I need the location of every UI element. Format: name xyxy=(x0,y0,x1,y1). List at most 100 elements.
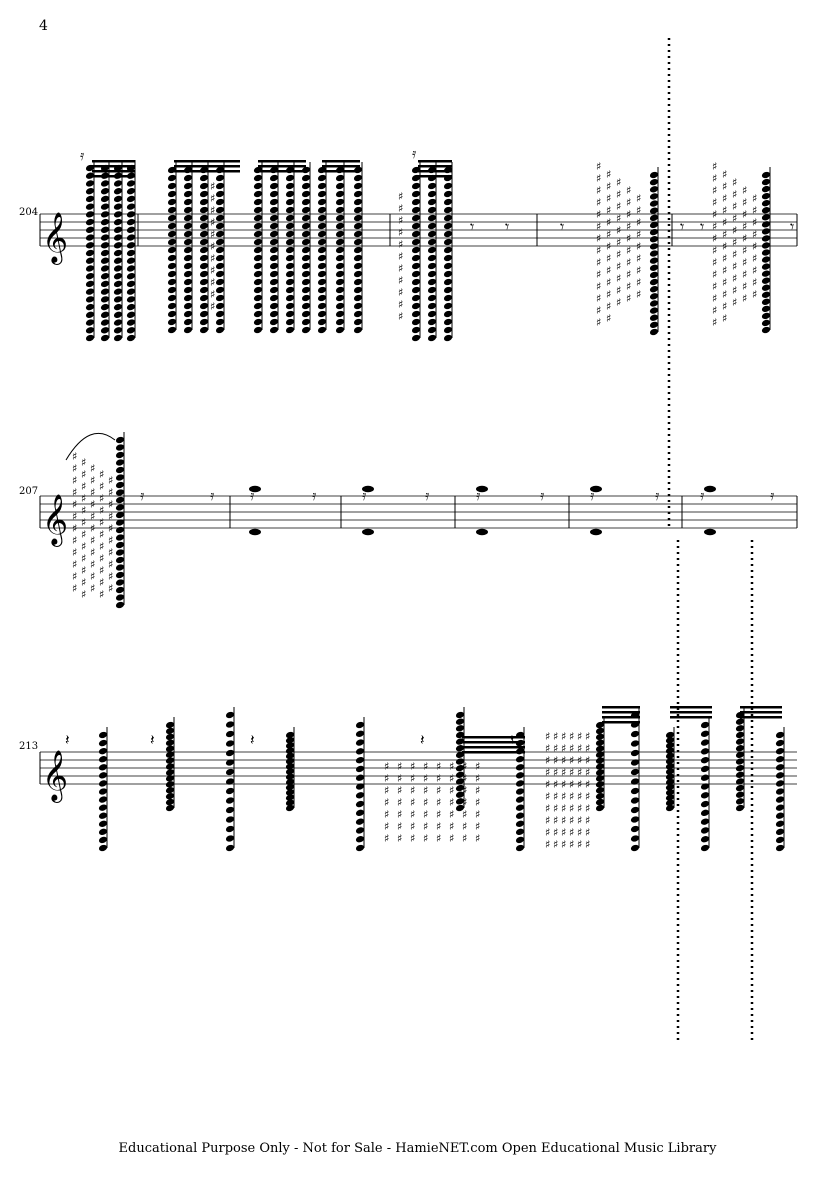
sharp-icon: ♯ xyxy=(606,288,611,301)
chord-notehead xyxy=(301,230,311,238)
sharp-icon: ♯ xyxy=(569,742,574,755)
chord-notehead xyxy=(630,825,640,833)
chord-notehead xyxy=(253,262,263,270)
sharp-icon: ♯ xyxy=(410,772,415,785)
chord-notehead xyxy=(665,737,675,744)
chord-notehead xyxy=(199,222,209,230)
chord-notehead xyxy=(113,334,123,342)
chord-notehead xyxy=(761,326,771,334)
chord-notehead xyxy=(335,174,345,182)
chord-notehead xyxy=(411,310,421,318)
chord-notehead xyxy=(285,270,295,278)
chord-notehead xyxy=(199,214,209,222)
chord-notehead xyxy=(126,195,136,203)
chord-notehead xyxy=(649,278,659,286)
chord-notehead xyxy=(285,794,295,801)
chord-notehead xyxy=(317,174,327,182)
treble-clef-icon: 𝄞 xyxy=(42,750,68,803)
sharp-icon: ♯ xyxy=(210,240,215,253)
chord-notehead xyxy=(411,326,421,334)
sharp-icon: ♯ xyxy=(752,276,757,289)
note-beam xyxy=(602,721,640,724)
chord-notehead xyxy=(630,797,640,804)
note-beam xyxy=(602,711,640,714)
sharp-icon: ♯ xyxy=(606,216,611,229)
chord-notehead xyxy=(301,214,311,222)
sharp-icon: ♯ xyxy=(90,510,95,523)
sharp-icon: ♯ xyxy=(398,202,403,215)
sharp-icon: ♯ xyxy=(606,300,611,313)
sharp-icon: ♯ xyxy=(398,310,403,323)
sharp-icon: ♯ xyxy=(99,504,104,517)
sharp-icon: ♯ xyxy=(752,240,757,253)
chord-notehead xyxy=(285,789,295,796)
sharp-icon: ♯ xyxy=(81,528,86,541)
chord-notehead xyxy=(649,214,659,221)
sharp-icon: ♯ xyxy=(585,766,590,779)
chord-notehead xyxy=(353,302,363,310)
chord-notehead xyxy=(700,765,710,773)
chord-notehead xyxy=(285,230,295,238)
chord-notehead xyxy=(167,318,177,326)
note-beam xyxy=(258,160,306,163)
chord-notehead xyxy=(269,246,279,254)
chord-notehead xyxy=(98,812,108,819)
chord-notehead xyxy=(301,182,311,190)
sharp-icon: ♯ xyxy=(606,312,611,325)
sharp-icon: ♯ xyxy=(596,220,601,233)
sharp-icon: ♯ xyxy=(606,168,611,181)
sharp-icon: ♯ xyxy=(81,588,86,601)
sharp-icon: ♯ xyxy=(577,742,582,755)
sharp-icon: ♯ xyxy=(626,232,631,245)
sharp-icon: ♯ xyxy=(561,826,566,839)
sharp-icon: ♯ xyxy=(722,192,727,205)
sharp-icon: ♯ xyxy=(398,226,403,239)
sharp-icon: ♯ xyxy=(398,214,403,227)
sharp-icon: ♯ xyxy=(99,576,104,589)
sharp-icon: ♯ xyxy=(585,754,590,767)
chord-notehead xyxy=(335,302,345,310)
chord-notehead xyxy=(443,270,453,278)
chord-notehead xyxy=(199,278,209,286)
chord-notehead xyxy=(183,190,193,198)
sharp-icon: ♯ xyxy=(577,802,582,815)
chord-notehead xyxy=(411,230,421,238)
sharp-icon: ♯ xyxy=(742,268,747,281)
sharp-icon: ♯ xyxy=(561,742,566,755)
sharp-icon: ♯ xyxy=(90,522,95,535)
sharp-icon: ♯ xyxy=(81,480,86,493)
sharp-icon: ♯ xyxy=(436,796,441,809)
chord-notehead xyxy=(665,763,675,770)
sharp-icon: ♯ xyxy=(722,228,727,241)
chord-notehead xyxy=(355,765,365,773)
chord-notehead xyxy=(285,768,295,775)
chord-notehead xyxy=(269,310,279,318)
chord-notehead xyxy=(285,278,295,286)
chord-notehead xyxy=(285,302,295,310)
chord-notehead xyxy=(761,228,771,235)
sharp-icon: ♯ xyxy=(545,730,550,743)
chord-notehead xyxy=(700,721,710,729)
sharp-icon: ♯ xyxy=(108,546,113,559)
sharp-icon: ♯ xyxy=(398,274,403,287)
chord-notehead xyxy=(199,310,209,318)
chord-notehead xyxy=(355,739,365,746)
sharp-icon: ♯ xyxy=(72,534,77,547)
sharp-icon: ♯ xyxy=(616,296,621,309)
rest-icon: 𝄾 xyxy=(700,217,704,236)
chord-notehead xyxy=(427,278,437,286)
chord-notehead xyxy=(735,745,745,752)
sharp-icon: ♯ xyxy=(398,250,403,263)
rest-icon: 𝄿 xyxy=(80,148,85,164)
chord-notehead xyxy=(98,756,108,763)
sharp-icon: ♯ xyxy=(81,516,86,529)
chord-notehead xyxy=(427,198,437,206)
chord-notehead xyxy=(355,730,365,737)
chord-notehead xyxy=(199,318,209,326)
chord-notehead xyxy=(700,844,710,852)
chord-notehead xyxy=(269,294,279,302)
chord-notehead xyxy=(183,182,193,190)
whole-notehead xyxy=(704,528,716,536)
chord-notehead xyxy=(85,311,95,318)
sharp-icon: ♯ xyxy=(561,838,566,851)
